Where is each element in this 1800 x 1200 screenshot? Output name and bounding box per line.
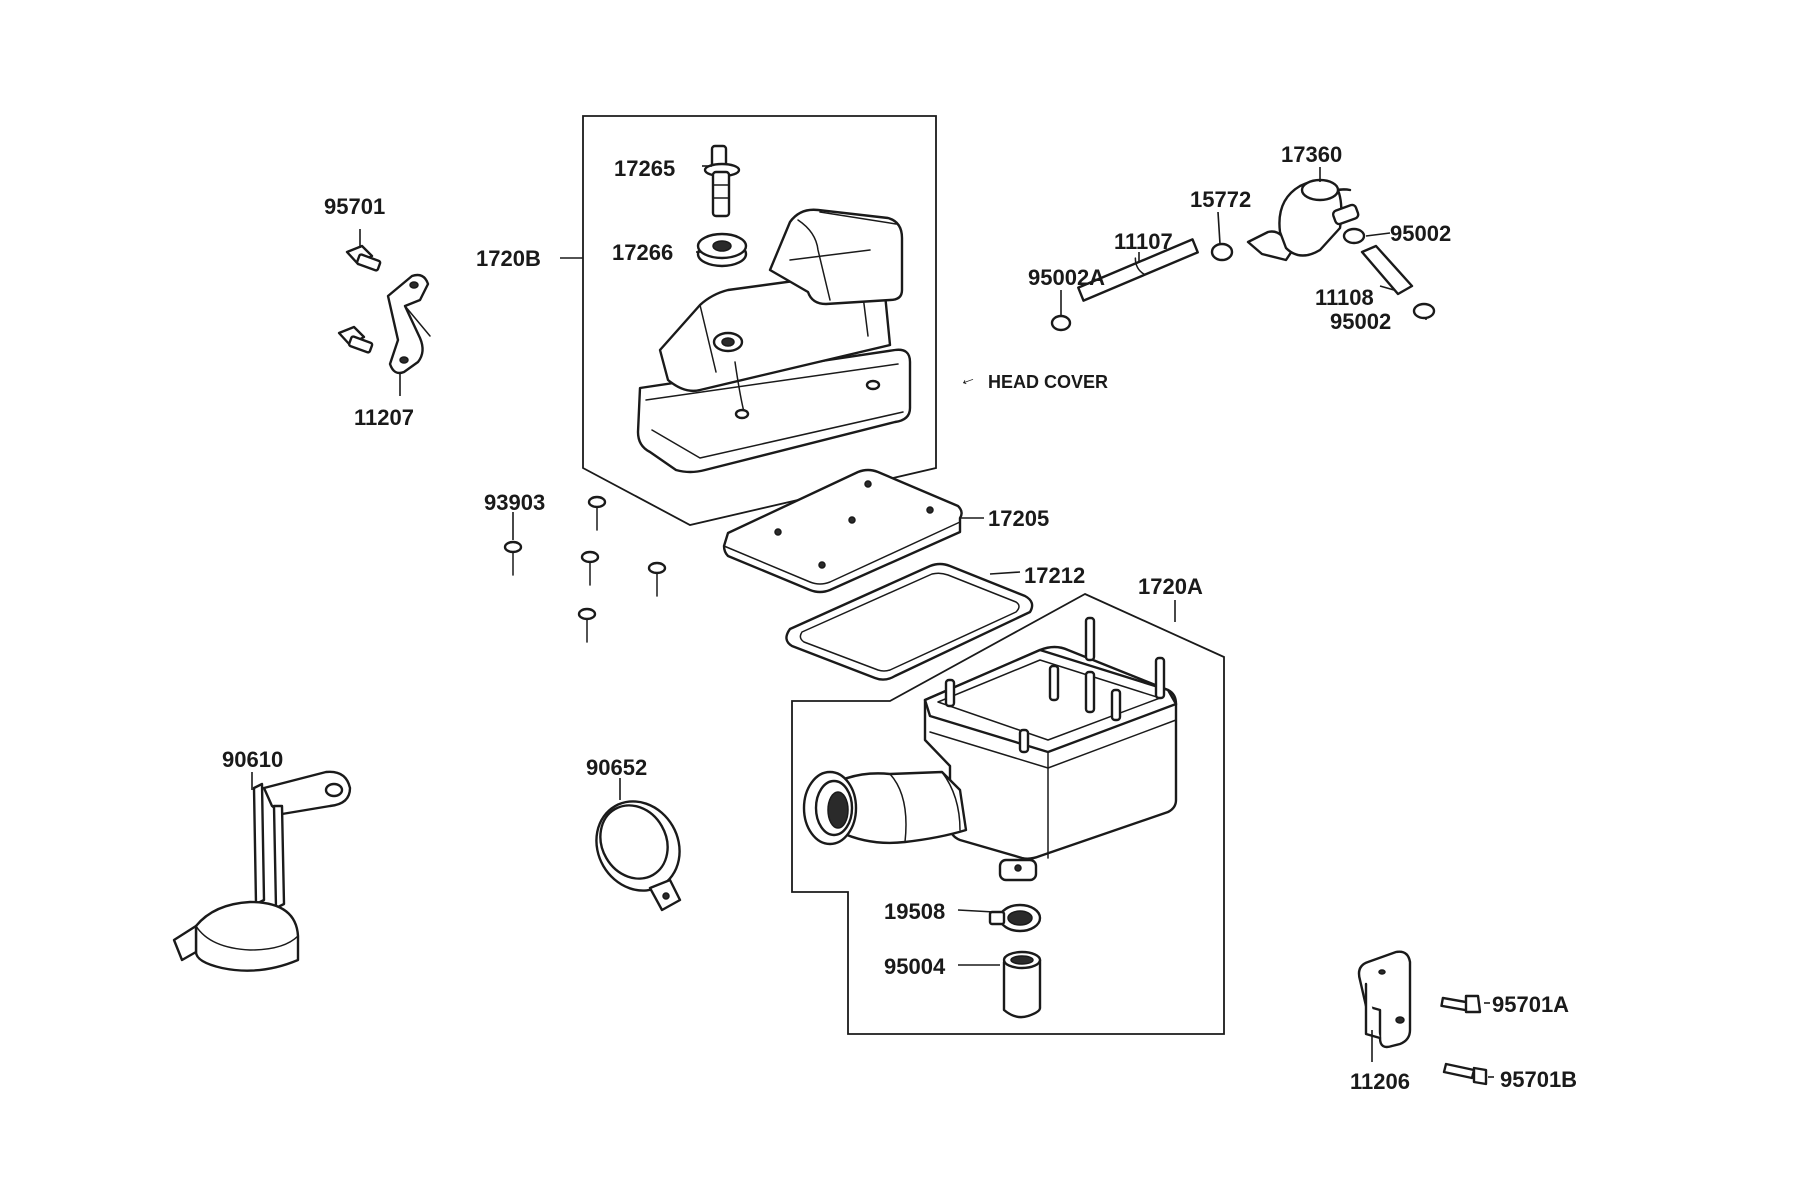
- air-cleaner-cover-part: [636, 208, 912, 474]
- clamp-95002A: [1050, 314, 1072, 332]
- bracket-11206-part: [1357, 950, 1412, 1049]
- bolt-95701-lower: [337, 325, 374, 354]
- label-93903: 93903: [484, 490, 545, 515]
- clamp-95002-lower: [1412, 302, 1436, 320]
- screw-93903-b: [503, 540, 523, 576]
- label-17266: 17266: [612, 240, 673, 265]
- hose-11108: [1360, 244, 1414, 296]
- label-17265: 17265: [614, 156, 675, 181]
- clamp-95002-upper: [1342, 227, 1366, 245]
- label-1720A: 1720A: [1138, 574, 1203, 599]
- separator-17360-part: [1246, 178, 1360, 262]
- label-95701B: 95701B: [1500, 1067, 1577, 1092]
- breather-hose-11107: [1077, 238, 1199, 302]
- breather-fitting-part: [703, 144, 741, 218]
- air-cleaner-case-part: [802, 616, 1178, 882]
- element-plate-17205: [722, 468, 963, 594]
- bracket-11207-part: [386, 273, 431, 375]
- label-90610: 90610: [222, 747, 283, 772]
- hose-band-90652: [595, 800, 682, 912]
- label-11207: 11207: [354, 405, 414, 430]
- label-95002-upper: 95002: [1390, 221, 1451, 246]
- label-90652: 90652: [586, 755, 647, 780]
- drain-tube-95004: [1002, 950, 1042, 1019]
- label-19508: 19508: [884, 899, 945, 924]
- bolt-95701A-part: [1440, 994, 1482, 1014]
- label-1720B: 1720B: [476, 246, 541, 271]
- label-17360: 17360: [1281, 142, 1342, 167]
- leader-lines: [251, 165, 1494, 1078]
- label-11206: 11206: [1350, 1069, 1410, 1094]
- bracket-90610-part: [172, 770, 352, 972]
- head-cover-arrow-icon: ←: [955, 366, 979, 391]
- head-cover-note: ← HEAD COVER: [955, 366, 1108, 392]
- bolt-95701B-part: [1442, 1062, 1488, 1086]
- label-95701A: 95701A: [1492, 992, 1569, 1017]
- label-95004: 95004: [884, 954, 946, 979]
- head-cover-label: HEAD COVER: [988, 372, 1108, 392]
- bolt-95701-upper: [345, 244, 382, 272]
- lower-assembly-frame: [791, 592, 1225, 1035]
- label-11107: 11107: [1114, 229, 1173, 254]
- label-17212: 17212: [1024, 563, 1085, 588]
- screw-93903-a: [587, 495, 607, 531]
- grommet-part: [696, 232, 748, 268]
- label-95701: 95701: [324, 194, 385, 219]
- label-17205: 17205: [988, 506, 1049, 531]
- screw-93903-c: [580, 550, 600, 586]
- label-11108: 11108: [1315, 285, 1374, 310]
- clamp-15772: [1210, 242, 1234, 262]
- screw-93903-d: [647, 561, 667, 597]
- seal-gasket-17212: [785, 562, 1034, 681]
- clamp-19508: [988, 903, 1042, 933]
- label-95002-lower: 95002: [1330, 309, 1391, 334]
- label-15772: 15772: [1190, 187, 1251, 212]
- label-95002A: 95002A: [1028, 265, 1105, 290]
- screw-93903-e: [577, 607, 597, 643]
